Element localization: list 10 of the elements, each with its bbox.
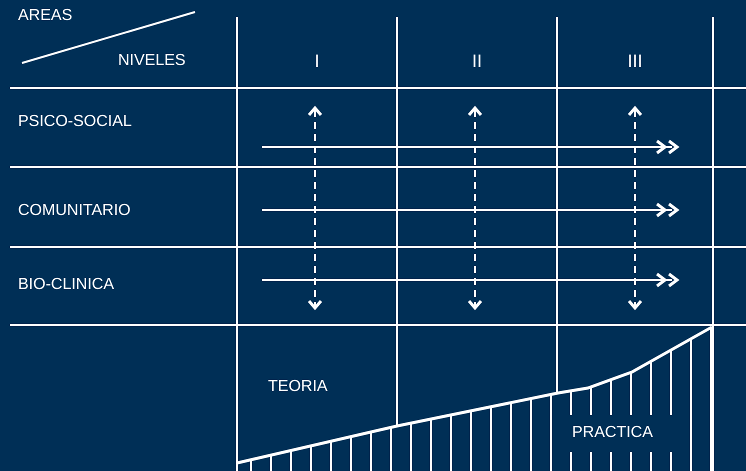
- area-label: TEORIA: [268, 378, 328, 396]
- row-header: COMUNITARIO: [18, 202, 131, 220]
- row-header: PSICO-SOCIAL: [18, 113, 132, 131]
- column-header: I: [313, 52, 320, 70]
- row-header: BIO-CLINICA: [18, 276, 114, 294]
- corner-heading: AREAS: [18, 7, 72, 25]
- column-header: III: [626, 52, 644, 70]
- column-header: II: [470, 52, 483, 70]
- area-label: PRACTICA: [572, 424, 653, 442]
- corner-heading: NIVELES: [118, 52, 186, 70]
